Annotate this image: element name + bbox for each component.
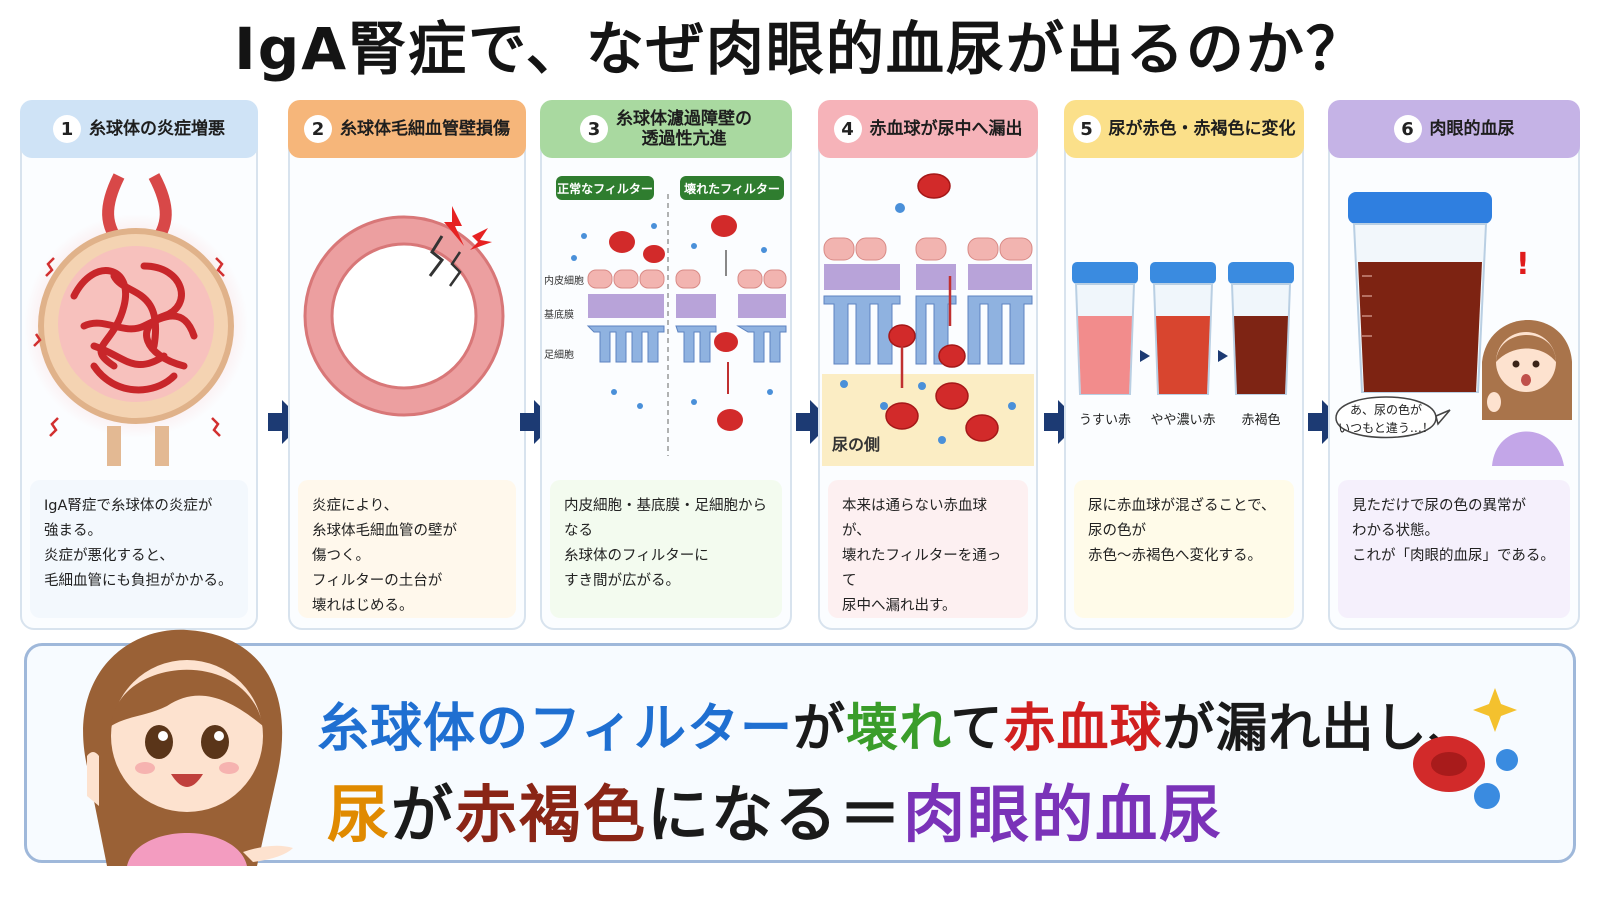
step-header: 1 糸球体の炎症増悪 bbox=[20, 100, 258, 158]
speech-line: あ、尿の色が bbox=[1350, 402, 1422, 417]
desc-line: 炎症により、 bbox=[312, 498, 399, 514]
step-label: 肉眼的血尿 bbox=[1429, 119, 1515, 139]
step-number: 2 bbox=[304, 115, 332, 143]
cup-label: 赤褐色 bbox=[1241, 412, 1280, 428]
summary-segment: が bbox=[792, 699, 846, 759]
cup-label: やや濃い赤 bbox=[1150, 413, 1215, 428]
step-description: 尿に赤血球が混ざることで、 尿の色が 赤色〜赤褐色へ変化する。 bbox=[1074, 480, 1294, 618]
desc-line: 尿中へ漏れ出す。 bbox=[842, 598, 957, 614]
desc-line: 壊れはじめる。 bbox=[312, 598, 414, 614]
desc-line: 本来は通らない赤血球が、 bbox=[842, 498, 987, 539]
step-1-card: 1 糸球体の炎症増悪 bbox=[20, 100, 258, 630]
summary-segment: 肉眼的血尿 bbox=[903, 778, 1224, 851]
desc-line: わかる状態。 bbox=[1352, 523, 1439, 539]
summary-segment: 尿 bbox=[327, 778, 392, 851]
step-header: 5 尿が赤色・赤褐色に変化 bbox=[1064, 100, 1304, 158]
step-header: 2 糸球体毛細血管壁損傷 bbox=[288, 100, 526, 158]
step-6-card: 6 肉眼的血尿 ! あ、尿の色が いつもと違う…！ 見ただけで尿の色 bbox=[1328, 100, 1580, 630]
summary-segment: 赤血球 bbox=[1003, 699, 1163, 759]
summary-line-1: 糸球体のフィルターが壊れて赤血球が漏れ出し、 bbox=[317, 686, 1480, 761]
urine-side-label: 尿の側 bbox=[832, 435, 880, 454]
desc-line: 糸球体のフィルターに bbox=[564, 548, 709, 564]
rbc-leak-illustration: 尿の側 bbox=[822, 173, 1034, 466]
step-2-card: 2 糸球体毛細血管壁損傷 炎症により、 糸球体毛細血管の壁が 傷つく。 フィルタ… bbox=[288, 100, 526, 630]
step-label: 尿が赤色・赤褐色に変化 bbox=[1108, 119, 1296, 139]
desc-line: 尿に赤血球が混ざることで、 bbox=[1088, 498, 1276, 514]
inflamed-glomerulus-illustration bbox=[24, 173, 248, 466]
step-number: 4 bbox=[833, 115, 862, 143]
step-label: 糸球体毛細血管壁損傷 bbox=[340, 119, 510, 139]
desc-line: IgA腎症で糸球体の炎症が bbox=[44, 498, 213, 514]
desc-line: これが「肉眼的血尿」である。 bbox=[1352, 548, 1555, 564]
desc-line: 炎症が悪化すると、 bbox=[44, 548, 174, 564]
summary-line-2: 尿が赤褐色になる＝肉眼的血尿 bbox=[327, 764, 1223, 854]
filter-normal-label: 正常なフィルター bbox=[557, 181, 653, 196]
step-description: 炎症により、 糸球体毛細血管の壁が 傷つく。 フィルターの土台が 壊れはじめる。 bbox=[298, 480, 516, 618]
desc-line: 尿の色が bbox=[1088, 523, 1146, 539]
step-label-line: 透過性亢進 bbox=[641, 129, 727, 149]
step-description: 見ただけで尿の色の異常が わかる状態。 これが「肉眼的血尿」である。 bbox=[1338, 480, 1570, 618]
visible-hematuria-illustration: ! あ、尿の色が いつもと違う…！ bbox=[1335, 192, 1572, 466]
step-4-card: 4 赤血球が尿中へ漏出 尿の側 bbox=[818, 100, 1038, 630]
step-header: 4 赤血球が尿中へ漏出 bbox=[818, 100, 1038, 158]
speech-line: いつもと違う…！ bbox=[1338, 421, 1434, 435]
step-label: 糸球体濾過障壁の 透過性亢進 bbox=[616, 109, 752, 149]
summary-segment: て bbox=[950, 699, 1004, 759]
desc-line: 糸球体毛細血管の壁が bbox=[312, 523, 457, 539]
step-description: IgA腎症で糸球体の炎症が 強まる。 炎症が悪化すると、 毛細血管にも負担がかか… bbox=[30, 480, 248, 618]
layer-label: 基底膜 bbox=[544, 308, 574, 321]
summary-segment: 糸球体のフィルター bbox=[317, 699, 793, 759]
desc-line: 強まる。 bbox=[44, 523, 102, 539]
step-description: 本来は通らない赤血球が、 壊れたフィルターを通って 尿中へ漏れ出す。 bbox=[828, 480, 1028, 618]
desc-line: 傷つく。 bbox=[312, 548, 370, 564]
summary-segment: 赤褐色 bbox=[455, 778, 648, 851]
step-number: 3 bbox=[580, 115, 608, 143]
step-number: 5 bbox=[1072, 115, 1101, 143]
exclaim-icon: ! bbox=[1516, 247, 1530, 282]
step-5-card: 5 尿が赤色・赤褐色に変化 うすい赤 やや濃い赤 赤褐色 bbox=[1064, 100, 1304, 630]
step-header: 3 糸球体濾過障壁の 透過性亢進 bbox=[540, 100, 792, 158]
red-blood-cell-decoration bbox=[1413, 688, 1518, 809]
desc-line: 壊れたフィルターを通って bbox=[842, 548, 1002, 589]
summary-segment: 壊れ bbox=[845, 699, 951, 759]
desc-line: すき間が広がる。 bbox=[564, 573, 680, 589]
summary-box: 糸球体のフィルターが壊れて赤血球が漏れ出し、 尿が赤褐色になる＝肉眼的血尿 bbox=[24, 629, 1576, 866]
summary-segment: になる＝ bbox=[647, 778, 904, 851]
desc-line: 見ただけで尿の色の異常が bbox=[1352, 498, 1526, 514]
layer-label: 足細胞 bbox=[544, 348, 574, 361]
filter-broken-label: 壊れたフィルター bbox=[684, 181, 780, 196]
step-description: 内皮細胞・基底膜・足細胞からなる 糸球体のフィルターに すき間が広がる。 bbox=[550, 480, 782, 618]
desc-line: 毛細血管にも負担がかかる。 bbox=[44, 573, 233, 589]
page-title: IgA腎症で、なぜ肉眼的血尿が出るのか？ bbox=[234, 15, 1366, 83]
step-number: 1 bbox=[53, 115, 81, 143]
desc-line: 赤色〜赤褐色へ変化する。 bbox=[1088, 548, 1262, 564]
step-3-card: 3 糸球体濾過障壁の 透過性亢進 正常なフィルター 壊れたフィルター 内皮細胞 … bbox=[540, 100, 792, 630]
cup-label: うすい赤 bbox=[1079, 413, 1131, 428]
summary-segment: が bbox=[391, 778, 456, 851]
urine-color-cups-illustration: うすい赤 やや濃い赤 赤褐色 bbox=[1072, 262, 1294, 428]
desc-line: フィルターの土台が bbox=[312, 573, 443, 589]
steps-row: 1 糸球体の炎症増悪 bbox=[20, 100, 1580, 630]
step-header: 6 肉眼的血尿 bbox=[1328, 100, 1580, 158]
damaged-capillary-wall-illustration bbox=[303, 206, 505, 417]
layer-label: 内皮細胞 bbox=[544, 274, 584, 287]
filtration-barrier-illustration: 正常なフィルター 壊れたフィルター 内皮細胞 基底膜 足細胞 bbox=[544, 176, 787, 456]
step-label: 糸球体の炎症増悪 bbox=[89, 119, 225, 139]
desc-line: 内皮細胞・基底膜・足細胞からなる bbox=[564, 498, 767, 539]
step-label-line: 糸球体濾過障壁の bbox=[616, 109, 752, 129]
nurse-character-illustration bbox=[83, 629, 293, 866]
step-label: 赤血球が尿中へ漏出 bbox=[869, 119, 1023, 139]
step-number: 6 bbox=[1393, 115, 1422, 143]
